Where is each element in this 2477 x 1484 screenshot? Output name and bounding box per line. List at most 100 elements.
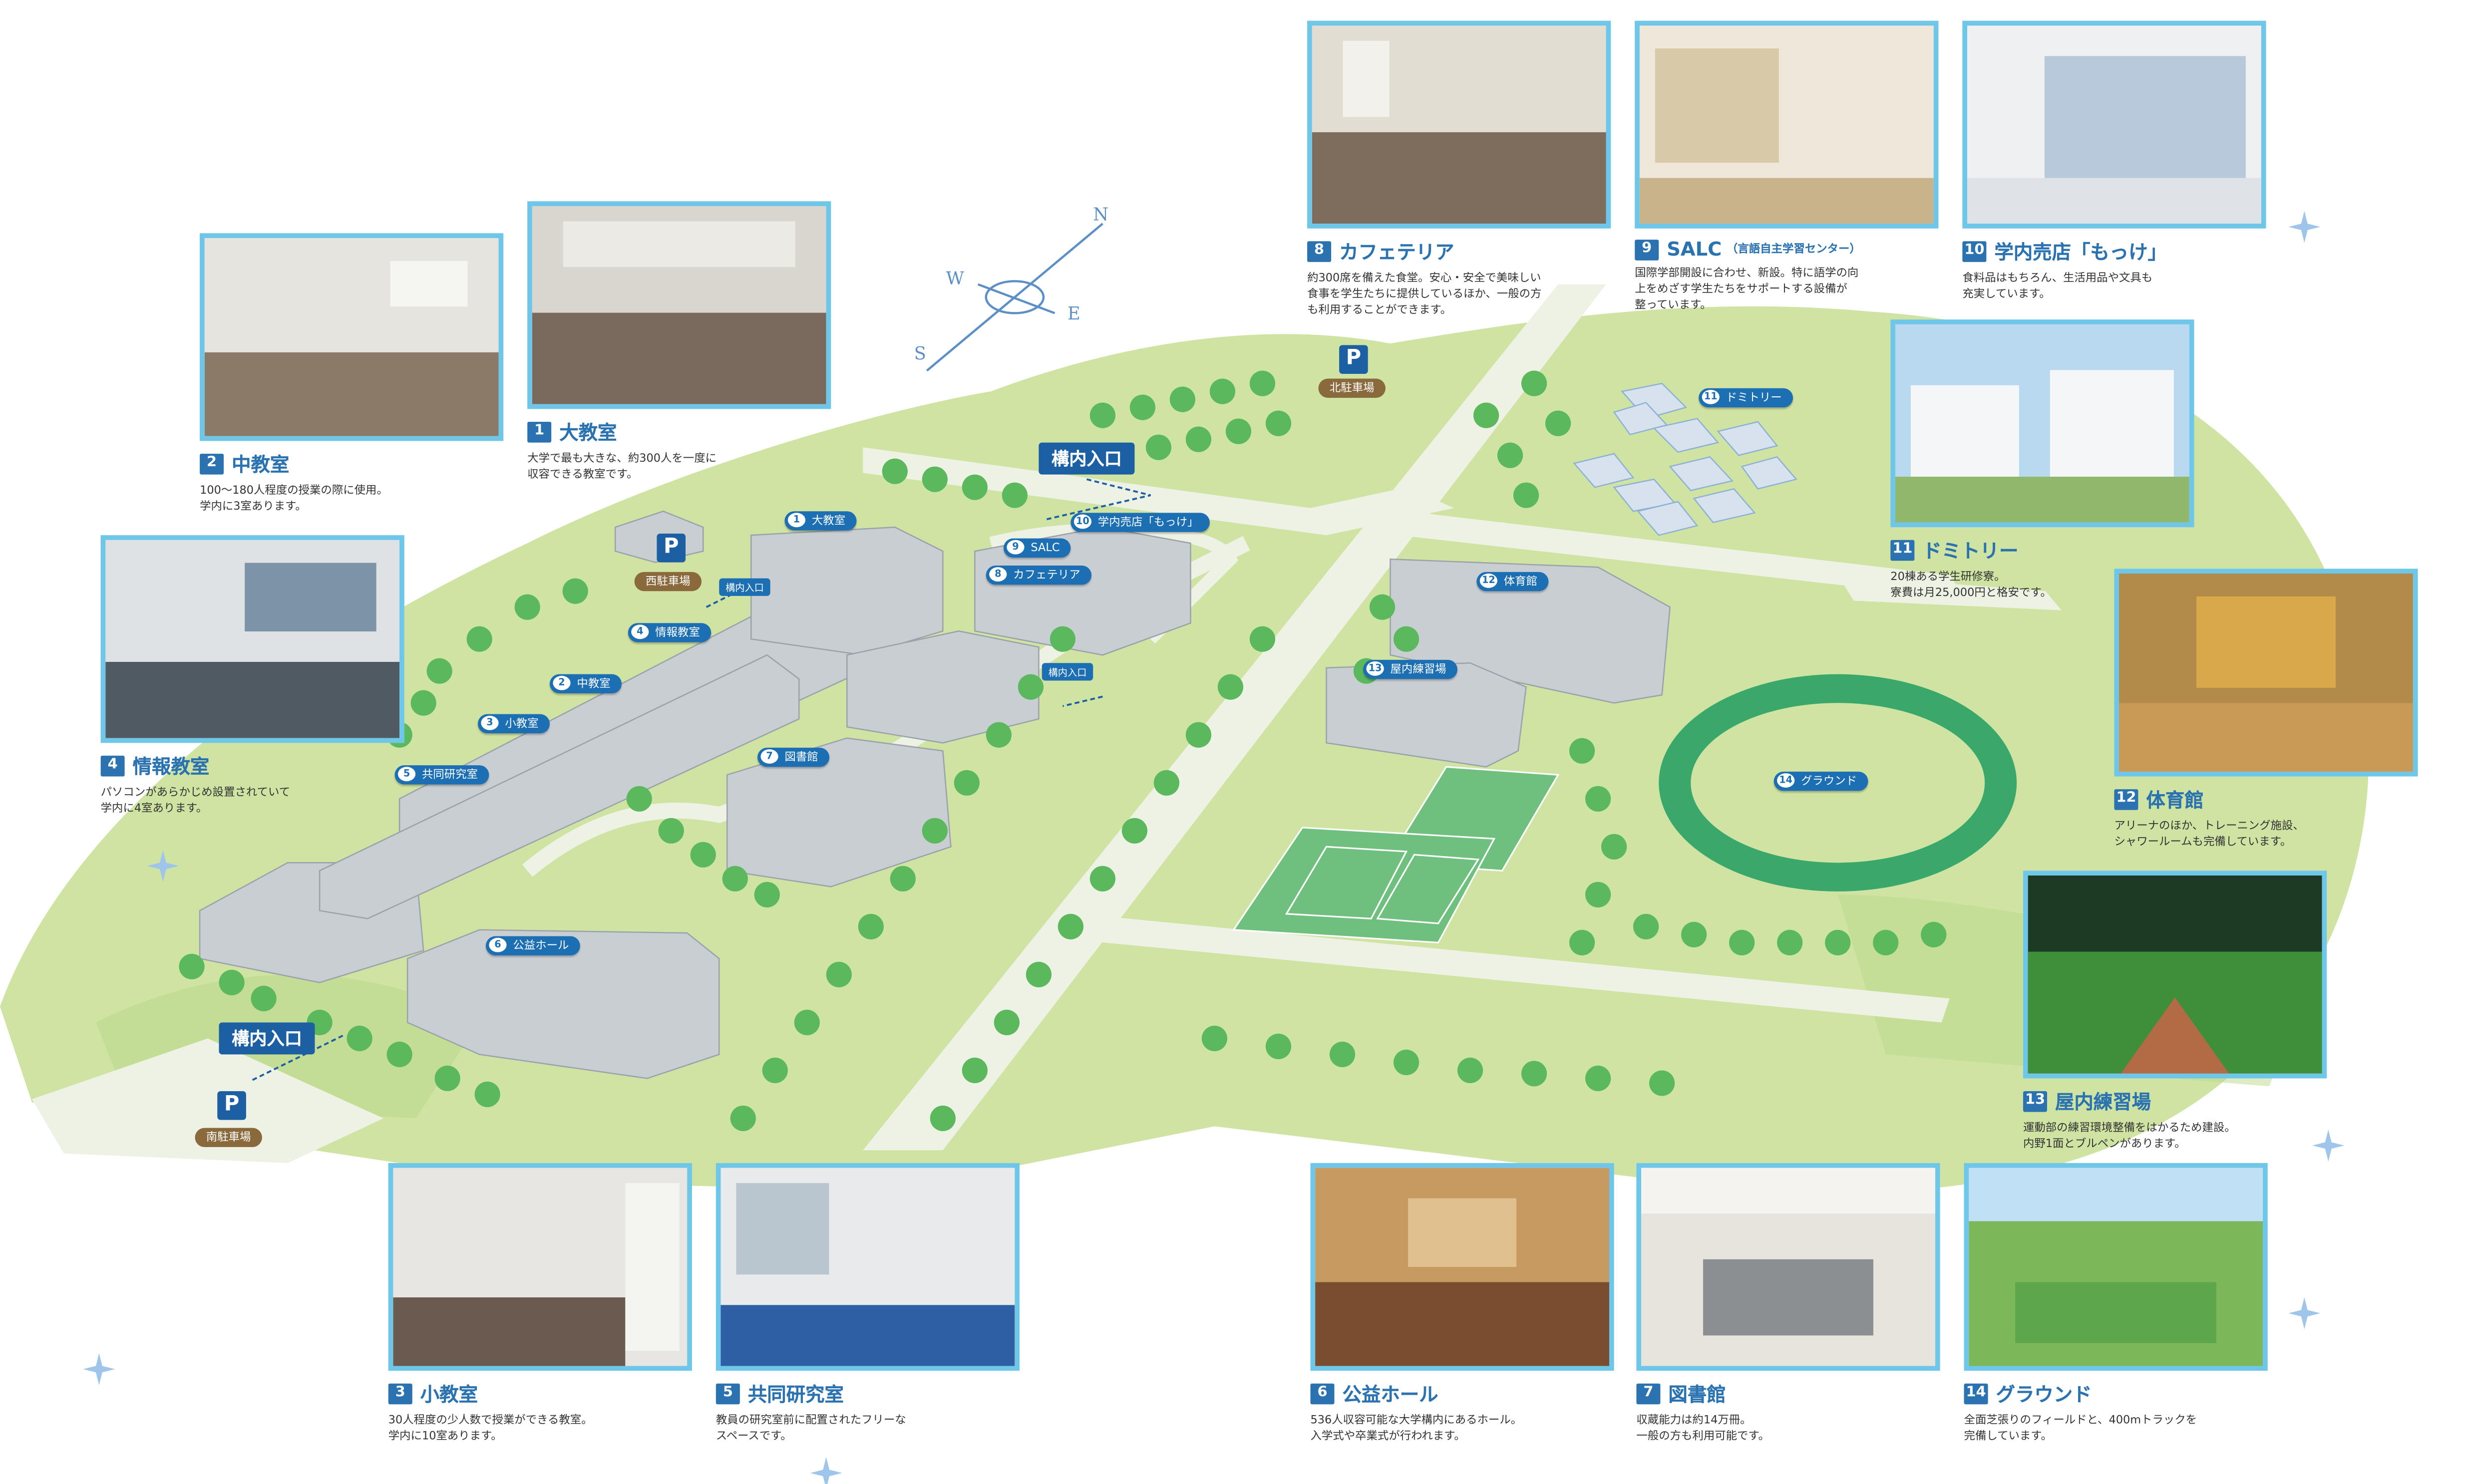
card-number: 4 <box>100 755 125 777</box>
card-number: 3 <box>388 1383 412 1405</box>
compass-west: W <box>946 268 964 290</box>
entrance-north-label: 構内入口 <box>1039 442 1135 475</box>
card-number: 6 <box>1310 1383 1335 1405</box>
entrance-arrows <box>252 478 1151 1081</box>
photo-research-room <box>715 1163 1020 1371</box>
map-label-text: 屋内練習場 <box>1390 663 1446 676</box>
photo-medium-classroom <box>200 233 504 441</box>
card-title: カフェテリア <box>1339 241 1454 264</box>
card-number: 10 <box>1962 241 1987 262</box>
map-label-number: 4 <box>631 624 649 639</box>
road-east-west <box>1398 511 1966 599</box>
photo-dormitory <box>1890 319 2194 528</box>
road-inner-loop <box>522 536 1250 877</box>
photo-ground <box>1964 1163 2268 1371</box>
card-description: 食料品はもちろん、生活用品や文具も 充実しています。 <box>1962 272 2153 300</box>
entrance-east-label: 構内入口 <box>1042 663 1093 681</box>
card-title: 共同研究室 <box>747 1383 844 1406</box>
map-label-text: 共同研究室 <box>421 768 478 782</box>
card-title: 中教室 <box>232 453 290 476</box>
card-title: 体育館 <box>2146 789 2204 812</box>
tennis-court-lines-2 <box>1376 854 1480 924</box>
entrance-south-label: 構内入口 <box>219 1022 315 1055</box>
card-number: 5 <box>715 1383 740 1405</box>
south-parking-lot <box>32 1038 384 1164</box>
card-title: 大教室 <box>559 421 617 444</box>
map-label-text: グラウンド <box>1801 775 1857 788</box>
card-description: パソコンがあらかじめ設置されていて 学内に4室あります。 <box>100 786 291 815</box>
card-number: 9 <box>1635 239 1659 260</box>
card-title: SALC <box>1667 238 1722 261</box>
card-description: 約300席を備えた食堂。安心・安全で美味しい 食事を学生たちに提供しているほか、… <box>1307 272 1542 316</box>
card-title: 情報教室 <box>132 755 210 778</box>
parking-north-label: 北駐車場 <box>1318 378 1386 398</box>
building-indoor-practice <box>1326 662 1527 768</box>
map-label-number: 3 <box>481 715 499 730</box>
map-label-cafeteria[interactable]: 8 カフェテリア <box>986 566 1092 585</box>
dormitory-houses <box>1573 382 1797 536</box>
building-lecture-hall <box>750 526 944 656</box>
photo-library <box>1636 1163 1940 1371</box>
map-label-text: カフェテリア <box>1013 569 1080 582</box>
map-label-text: ドミトリー <box>1726 391 1782 404</box>
card-description: 100〜180人程度の授業の際に使用。 学内に3室あります。 <box>200 484 388 513</box>
map-label-research-room[interactable]: 5 共同研究室 <box>394 765 489 785</box>
parking-south-icon: P <box>217 1091 246 1120</box>
map-label-ground[interactable]: 14 グラウンド <box>1773 771 1868 791</box>
card-description: 全面芝張りのフィールドと、400mトラックを 完備しています。 <box>1964 1414 2197 1443</box>
card-description: 教員の研究室前に配置されたフリーな スペースです。 <box>715 1414 906 1443</box>
map-label-number: 14 <box>1777 773 1795 788</box>
photo-indoor-practice <box>2023 871 2327 1079</box>
map-label-number: 11 <box>1702 389 1720 404</box>
compass-east: E <box>1067 303 1080 324</box>
parking-north-icon: P <box>1339 345 1368 374</box>
map-label-text: 公益ホール <box>513 939 569 952</box>
card-title: グラウンド <box>1996 1383 2092 1406</box>
photo-computer-room <box>100 535 404 743</box>
card-number: 12 <box>2114 789 2138 810</box>
card-number: 1 <box>527 421 552 443</box>
photo-gymnasium <box>2114 569 2418 777</box>
tennis-court-lines <box>1285 846 1408 920</box>
road-lower-east <box>1070 913 1950 1023</box>
map-label-text: 体育館 <box>1503 575 1537 588</box>
card-description: 30人程度の少人数で授業ができる教室。 学内に10室あります。 <box>388 1414 593 1443</box>
compass-north: N <box>1093 204 1109 226</box>
card-description: 収蔵能力は約14万冊。 一般の方も利用可能です。 <box>1636 1414 1770 1443</box>
card-number: 2 <box>200 453 224 475</box>
card-number: 7 <box>1636 1383 1661 1405</box>
map-label-indoor-practice[interactable]: 13 屋内練習場 <box>1363 659 1457 679</box>
photo-campus-store <box>1962 20 2266 229</box>
card-description: 536人収容可能な大学構内にあるホール。 入学式や卒業式が行われます。 <box>1310 1414 1522 1443</box>
building-center <box>846 630 1040 744</box>
building-public-hall <box>406 929 720 1079</box>
card-number: 11 <box>1890 540 1915 561</box>
compass-rose <box>926 223 1103 372</box>
map-label-number: 8 <box>989 567 1007 582</box>
map-label-dormitory[interactable]: 11 ドミトリー <box>1699 388 1793 408</box>
map-label-number: 10 <box>1073 514 1092 529</box>
map-label-text: 情報教室 <box>655 626 700 639</box>
map-label-text: 大教室 <box>811 514 846 528</box>
card-description: 20棟ある学生研修寮。 寮費は月25,000円と格安です。 <box>1890 570 2052 599</box>
map-label-text: SALC <box>1031 542 1060 555</box>
map-label-campus-store[interactable]: 10 学内売店「もっけ」 <box>1070 513 1210 532</box>
map-label-text: 学内売店「もっけ」 <box>1097 516 1199 529</box>
map-label-number: 13 <box>1366 661 1384 676</box>
map-label-number: 5 <box>397 767 416 782</box>
card-description: アリーナのほか、トレーニング施設、 シャワールームも完備しています。 <box>2114 819 2304 849</box>
card-number: 14 <box>1964 1383 1988 1405</box>
card-description: 運動部の練習環境整備をはかるため建設。 内野1面とブルペンがあります。 <box>2023 1121 2236 1151</box>
map-label-text: 図書館 <box>784 751 818 764</box>
photo-lecture-hall <box>527 201 831 409</box>
map-label-computer-room[interactable]: 4 情報教室 <box>628 623 711 642</box>
card-subtitle: （言語自主学習センター） <box>1726 243 1861 256</box>
